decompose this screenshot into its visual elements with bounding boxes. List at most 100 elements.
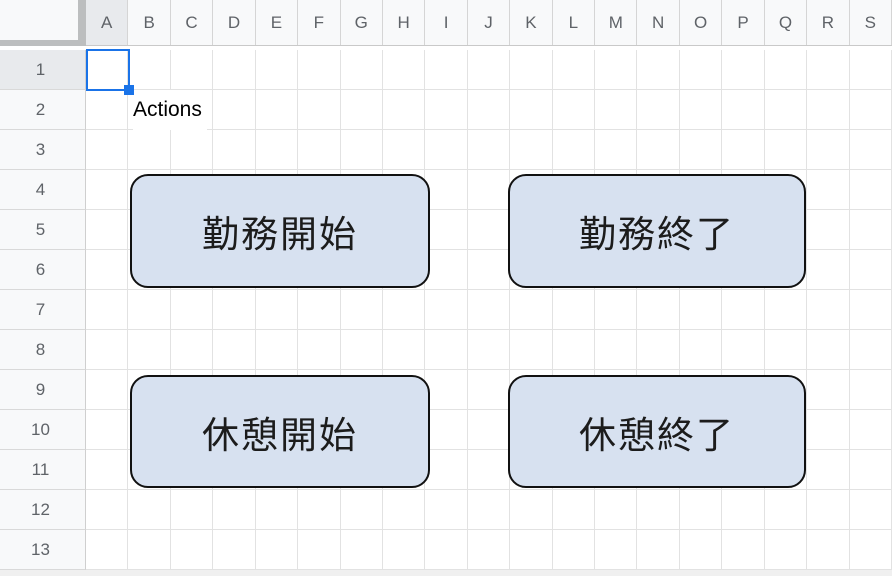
cell-f13[interactable] bbox=[298, 530, 341, 570]
cell-m8[interactable] bbox=[595, 330, 638, 370]
cell-m1[interactable] bbox=[595, 50, 638, 90]
cell-g1[interactable] bbox=[340, 50, 383, 90]
cell-p1[interactable] bbox=[722, 50, 765, 90]
column-header-c[interactable]: C bbox=[170, 0, 214, 45]
cell-j9[interactable] bbox=[467, 370, 511, 410]
cell-f7[interactable] bbox=[298, 290, 341, 330]
cell-r6[interactable] bbox=[807, 250, 850, 290]
row-header-13[interactable]: 13 bbox=[0, 530, 86, 570]
cell-i2[interactable] bbox=[425, 90, 468, 130]
cell-k7[interactable] bbox=[510, 290, 553, 330]
cell-s9[interactable] bbox=[849, 370, 892, 410]
cell-r7[interactable] bbox=[807, 290, 850, 330]
row-header-1[interactable]: 1 bbox=[0, 50, 86, 90]
break-start-button[interactable]: 休憩開始 bbox=[130, 375, 430, 488]
cell-a10[interactable] bbox=[86, 410, 129, 450]
cell-s10[interactable] bbox=[849, 410, 892, 450]
cell-c3[interactable] bbox=[170, 130, 214, 170]
cell-e13[interactable] bbox=[255, 530, 299, 570]
cell-q1[interactable] bbox=[764, 50, 808, 90]
row-header-5[interactable]: 5 bbox=[0, 210, 86, 250]
break-end-button[interactable]: 休憩終了 bbox=[508, 375, 806, 488]
cell-k3[interactable] bbox=[510, 130, 553, 170]
cell-g13[interactable] bbox=[340, 530, 383, 570]
cell-i3[interactable] bbox=[425, 130, 468, 170]
cell-k2[interactable] bbox=[510, 90, 553, 130]
cell-a5[interactable] bbox=[86, 210, 129, 250]
cell-i11[interactable] bbox=[425, 450, 468, 490]
cell-g8[interactable] bbox=[340, 330, 383, 370]
cell-q8[interactable] bbox=[764, 330, 808, 370]
cell-d8[interactable] bbox=[213, 330, 256, 370]
cell-n7[interactable] bbox=[637, 290, 680, 330]
cell-r9[interactable] bbox=[807, 370, 850, 410]
cell-h7[interactable] bbox=[382, 290, 426, 330]
row-header-8[interactable]: 8 bbox=[0, 330, 86, 370]
cell-b3[interactable] bbox=[128, 130, 171, 170]
cell-e1[interactable] bbox=[255, 50, 299, 90]
cell-l7[interactable] bbox=[552, 290, 596, 330]
column-header-h[interactable]: H bbox=[382, 0, 426, 45]
cell-d3[interactable] bbox=[213, 130, 256, 170]
cell-s8[interactable] bbox=[849, 330, 892, 370]
cell-o13[interactable] bbox=[679, 530, 723, 570]
cell-q12[interactable] bbox=[764, 490, 808, 530]
cell-s4[interactable] bbox=[849, 170, 892, 210]
cell-i7[interactable] bbox=[425, 290, 468, 330]
cell-l8[interactable] bbox=[552, 330, 596, 370]
column-header-b[interactable]: B bbox=[128, 0, 171, 45]
cell-p12[interactable] bbox=[722, 490, 765, 530]
cell-s5[interactable] bbox=[849, 210, 892, 250]
cell-a2[interactable] bbox=[86, 90, 129, 130]
cell-m7[interactable] bbox=[595, 290, 638, 330]
cell-c13[interactable] bbox=[170, 530, 214, 570]
cell-r4[interactable] bbox=[807, 170, 850, 210]
cell-o8[interactable] bbox=[679, 330, 723, 370]
cell-a9[interactable] bbox=[86, 370, 129, 410]
row-header-4[interactable]: 4 bbox=[0, 170, 86, 210]
cell-r1[interactable] bbox=[807, 50, 850, 90]
cell-b1[interactable] bbox=[128, 50, 171, 90]
cell-m2[interactable] bbox=[595, 90, 638, 130]
cell-l3[interactable] bbox=[552, 130, 596, 170]
cell-c12[interactable] bbox=[170, 490, 214, 530]
cell-a4[interactable] bbox=[86, 170, 129, 210]
cell-j7[interactable] bbox=[467, 290, 511, 330]
cell-c8[interactable] bbox=[170, 330, 214, 370]
row-header-6[interactable]: 6 bbox=[0, 250, 86, 290]
column-header-a[interactable]: A bbox=[86, 0, 129, 45]
row-header-12[interactable]: 12 bbox=[0, 490, 86, 530]
cell-r3[interactable] bbox=[807, 130, 850, 170]
cell-a7[interactable] bbox=[86, 290, 129, 330]
cell-s13[interactable] bbox=[849, 530, 892, 570]
cell-h8[interactable] bbox=[382, 330, 426, 370]
cell-p2[interactable] bbox=[722, 90, 765, 130]
work-end-button[interactable]: 勤務終了 bbox=[508, 174, 806, 288]
cell-i6[interactable] bbox=[425, 250, 468, 290]
row-header-2[interactable]: 2 bbox=[0, 90, 86, 130]
cell-n13[interactable] bbox=[637, 530, 680, 570]
column-header-d[interactable]: D bbox=[213, 0, 256, 45]
cell-f1[interactable] bbox=[298, 50, 341, 90]
column-header-l[interactable]: L bbox=[552, 0, 596, 45]
cell-h13[interactable] bbox=[382, 530, 426, 570]
cell-i13[interactable] bbox=[425, 530, 468, 570]
cell-a13[interactable] bbox=[86, 530, 129, 570]
cell-c7[interactable] bbox=[170, 290, 214, 330]
cell-f8[interactable] bbox=[298, 330, 341, 370]
cell-r10[interactable] bbox=[807, 410, 850, 450]
cell-a6[interactable] bbox=[86, 250, 129, 290]
cell-d13[interactable] bbox=[213, 530, 256, 570]
cell-p7[interactable] bbox=[722, 290, 765, 330]
cell-d7[interactable] bbox=[213, 290, 256, 330]
column-header-m[interactable]: M bbox=[595, 0, 638, 45]
cell-s6[interactable] bbox=[849, 250, 892, 290]
cell-n3[interactable] bbox=[637, 130, 680, 170]
cell-q2[interactable] bbox=[764, 90, 808, 130]
column-header-s[interactable]: S bbox=[849, 0, 892, 45]
column-header-i[interactable]: I bbox=[425, 0, 468, 45]
cell-j4[interactable] bbox=[467, 170, 511, 210]
row-header-10[interactable]: 10 bbox=[0, 410, 86, 450]
cell-n8[interactable] bbox=[637, 330, 680, 370]
cell-i12[interactable] bbox=[425, 490, 468, 530]
